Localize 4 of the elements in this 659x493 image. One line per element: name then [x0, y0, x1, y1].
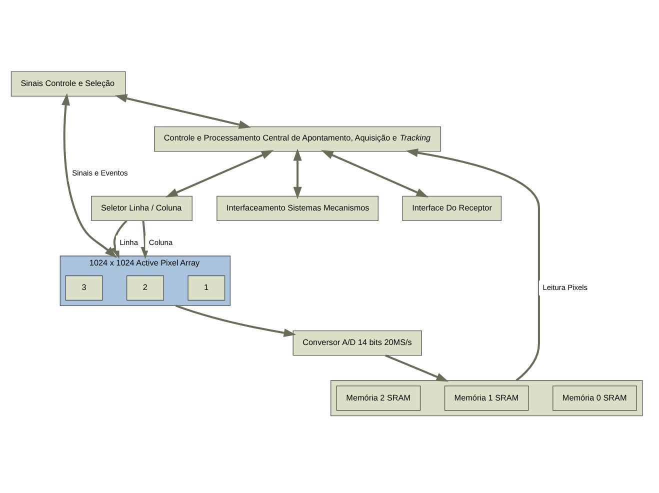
edge-label: Leitura Pixels	[542, 282, 588, 292]
edge-label: Linha	[120, 238, 138, 248]
edge-label: Coluna	[148, 238, 173, 248]
edge-label: Sinais e Eventos	[72, 168, 128, 178]
